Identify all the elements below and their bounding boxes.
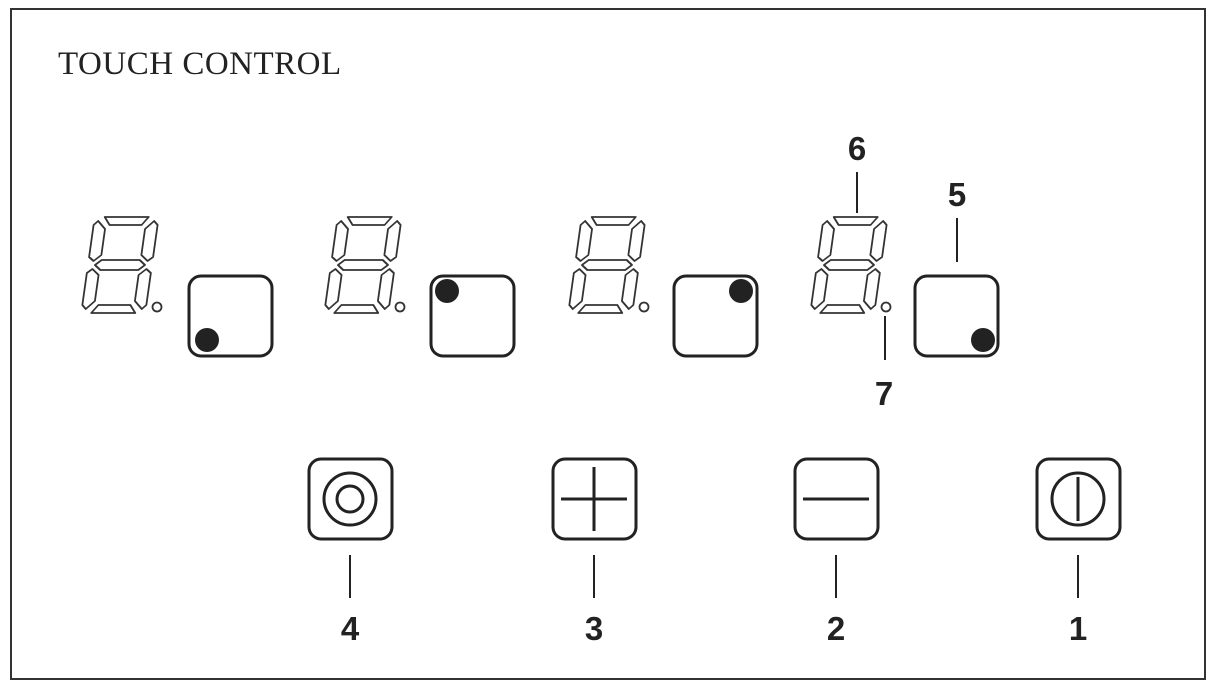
callout-boost: 4 bbox=[341, 610, 360, 647]
zone-display-1 bbox=[80, 216, 163, 314]
concentric-circles-icon bbox=[322, 471, 378, 527]
zone-dot-icon bbox=[195, 328, 219, 352]
plus-icon bbox=[561, 467, 627, 531]
seven-segment-digit-1 bbox=[80, 216, 160, 314]
boost-button[interactable] bbox=[307, 457, 394, 541]
callout-power: 1 bbox=[1069, 610, 1087, 647]
zone-key-2[interactable] bbox=[429, 274, 516, 358]
plus-button[interactable] bbox=[551, 457, 638, 541]
callout-plus: 3 bbox=[585, 610, 603, 647]
decimal-point-2 bbox=[394, 301, 406, 313]
zone-key-1[interactable] bbox=[187, 274, 274, 358]
seven-segment-digit-4 bbox=[809, 216, 889, 314]
zone-dot-icon bbox=[729, 279, 753, 303]
power-icon bbox=[1050, 471, 1106, 527]
seven-segment-digit-3 bbox=[567, 216, 647, 314]
zone-key-3[interactable] bbox=[672, 274, 759, 358]
zone-display-2 bbox=[323, 216, 406, 314]
zone-display-4 bbox=[809, 216, 892, 314]
power-button[interactable] bbox=[1035, 457, 1122, 541]
callout-display: 6 bbox=[848, 130, 866, 167]
callout-zone-key: 5 bbox=[948, 176, 966, 213]
decimal-point-1 bbox=[151, 301, 163, 313]
diagram-title: TOUCH CONTROL bbox=[58, 46, 342, 82]
zone-dot-icon bbox=[435, 279, 459, 303]
minus-button[interactable] bbox=[793, 457, 880, 541]
zone-display-3 bbox=[567, 216, 650, 314]
decimal-point-3 bbox=[638, 301, 650, 313]
callout-decimal-point: 7 bbox=[875, 375, 893, 412]
seven-segment-digit-2 bbox=[323, 216, 403, 314]
zone-dot-icon bbox=[971, 328, 995, 352]
decimal-point-4 bbox=[880, 301, 892, 313]
callout-minus: 2 bbox=[827, 610, 845, 647]
zone-key-4[interactable] bbox=[913, 274, 1000, 358]
